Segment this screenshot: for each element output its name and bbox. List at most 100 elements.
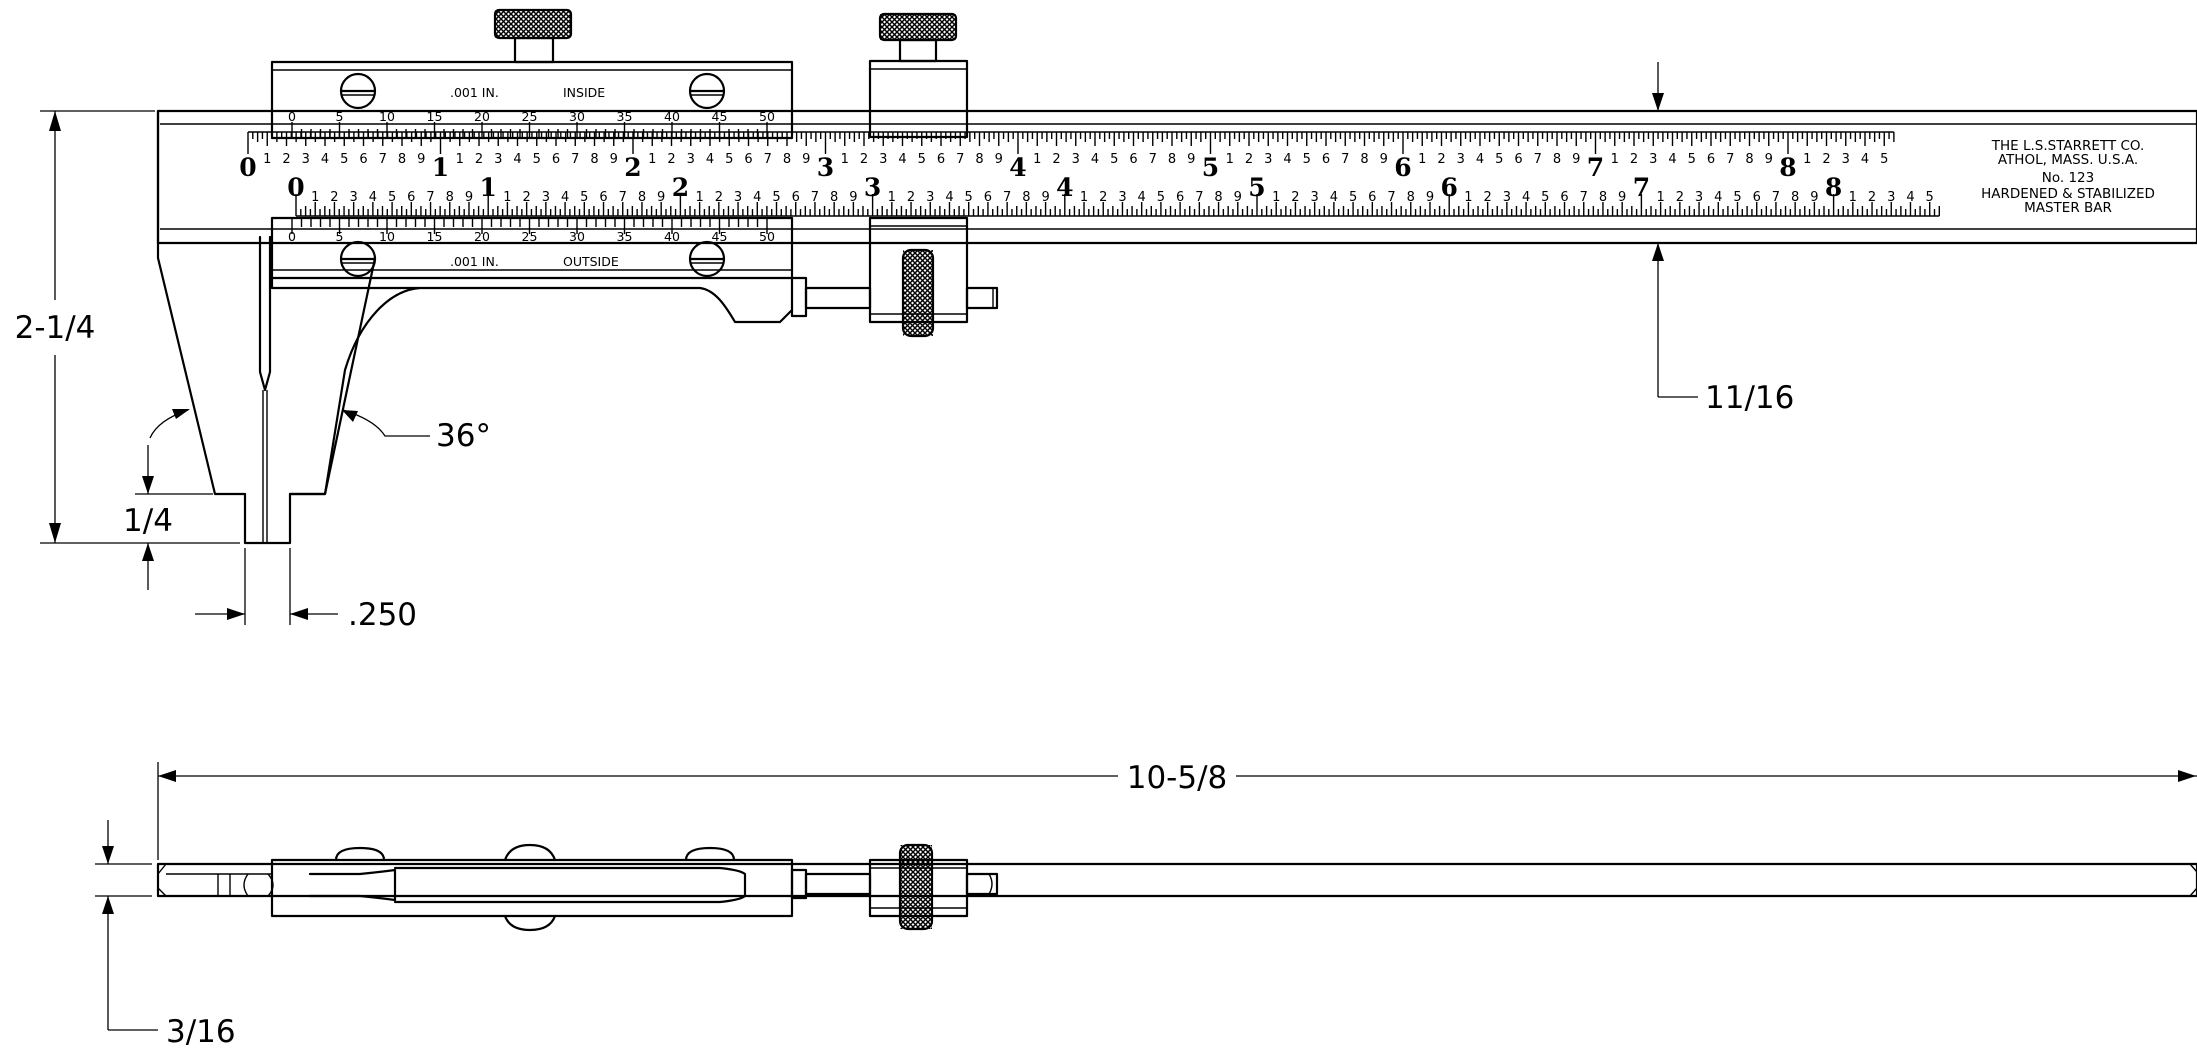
main-lower-sub-label: 3 xyxy=(350,190,358,205)
main-lower-sub-label: 6 xyxy=(1753,190,1761,205)
dim-overall-length: 10-5/8 xyxy=(157,760,2197,860)
main-lower-sub-label: 7 xyxy=(619,190,627,205)
dim-angle: 36° xyxy=(149,409,491,454)
main-upper-sub-label: 3 xyxy=(687,152,695,167)
vernier-tick-label: 10 xyxy=(379,109,395,124)
main-upper-sub-label: 9 xyxy=(1380,152,1388,167)
vernier-tick-label: 20 xyxy=(474,229,490,244)
main-beam xyxy=(156,109,2197,245)
main-upper-sub-label: 9 xyxy=(802,152,810,167)
main-lower-sub-label: 5 xyxy=(580,190,588,205)
main-lower-sub-label: 9 xyxy=(1234,190,1242,205)
brand-line-2: ATHOL, MASS. U.S.A. xyxy=(1998,152,2138,168)
main-upper-sub-label: 4 xyxy=(1668,152,1676,167)
vernier-tick-label: 40 xyxy=(664,229,680,244)
main-upper-sub-label: 6 xyxy=(937,152,945,167)
main-upper-inch-label: 4 xyxy=(1009,153,1026,182)
vernier-tick-label: 30 xyxy=(569,109,585,124)
main-upper-sub-label: 7 xyxy=(1341,152,1349,167)
main-lower-sub-label: 2 xyxy=(907,190,915,205)
main-upper-sub-label: 2 xyxy=(667,152,675,167)
main-lower-sub-label: 8 xyxy=(830,190,838,205)
main-lower-sub-label: 2 xyxy=(1676,190,1684,205)
screw-bottom-right xyxy=(688,240,726,278)
main-lower-sub-label: 6 xyxy=(792,190,800,205)
vernier-outside-label: OUTSIDE xyxy=(563,254,619,269)
main-lower-sub-label: 3 xyxy=(734,190,742,205)
dim-jaw-tip: 1/4 xyxy=(123,445,213,590)
vernier-tick-label: 35 xyxy=(617,109,633,124)
main-upper-inch-label: 6 xyxy=(1394,153,1411,182)
vernier-tick-label: 5 xyxy=(336,229,344,244)
main-upper-sub-label: 2 xyxy=(1437,152,1445,167)
slide-lock-knob xyxy=(493,8,573,64)
main-lower-sub-label: 8 xyxy=(1791,190,1799,205)
dim-angle-label: 36° xyxy=(436,418,491,454)
dim-height-label: 2-1/4 xyxy=(15,310,96,346)
screw-top-left xyxy=(339,72,377,110)
main-lower-sub-label: 4 xyxy=(1138,190,1146,205)
main-lower-sub-label: 8 xyxy=(1022,190,1030,205)
edge-view: 10-5/8 xyxy=(95,760,2197,1050)
main-upper-sub-label: 3 xyxy=(494,152,502,167)
vernier-inside-label: INSIDE xyxy=(563,85,605,100)
main-lower-sub-label: 6 xyxy=(1560,190,1568,205)
main-lower-sub-label: 9 xyxy=(849,190,857,205)
main-lower-sub-label: 2 xyxy=(330,190,338,205)
main-upper-sub-label: 2 xyxy=(1052,152,1060,167)
main-lower-inch-label: 2 xyxy=(672,173,689,202)
main-lower-sub-label: 5 xyxy=(965,190,973,205)
main-upper-sub-label: 8 xyxy=(1745,152,1753,167)
main-upper-sub-label: 3 xyxy=(1457,152,1465,167)
main-upper-sub-label: 7 xyxy=(1534,152,1542,167)
main-lower-sub-label: 8 xyxy=(1407,190,1415,205)
main-upper-inch-label: 1 xyxy=(432,153,449,182)
vernier-tick-label: 20 xyxy=(474,109,490,124)
main-upper-sub-label: 1 xyxy=(456,152,464,167)
main-lower-sub-label: 1 xyxy=(503,190,511,205)
main-upper-sub-label: 1 xyxy=(1226,152,1234,167)
main-lower-sub-label: 4 xyxy=(561,190,569,205)
main-lower-sub-label: 9 xyxy=(1618,190,1626,205)
main-lower-sub-label: 4 xyxy=(369,190,377,205)
dim-jaw-tip-label: 1/4 xyxy=(123,503,173,539)
edge-adjust-clamp xyxy=(868,843,999,931)
main-upper-sub-label: 3 xyxy=(879,152,887,167)
main-lower-sub-label: 8 xyxy=(446,190,454,205)
main-upper-sub-label: 2 xyxy=(860,152,868,167)
main-lower-sub-label: 5 xyxy=(1157,190,1165,205)
brand-line-1: THE L.S.STARRETT CO. xyxy=(1991,138,2145,154)
main-upper-sub-label: 4 xyxy=(513,152,521,167)
main-upper-sub-label: 7 xyxy=(379,152,387,167)
main-upper-sub-label: 7 xyxy=(1149,152,1157,167)
main-upper-sub-label: 6 xyxy=(744,152,752,167)
main-lower-sub-label: 7 xyxy=(1195,190,1203,205)
vernier-tick-label: 15 xyxy=(427,229,443,244)
main-lower-sub-label: 4 xyxy=(753,190,761,205)
main-upper-sub-label: 9 xyxy=(995,152,1003,167)
main-upper-sub-label: 8 xyxy=(783,152,791,167)
main-upper-sub-label: 2 xyxy=(1630,152,1638,167)
vernier-tick-label: 35 xyxy=(617,229,633,244)
main-upper-sub-label: 4 xyxy=(1283,152,1291,167)
main-lower-sub-label: 1 xyxy=(1849,190,1857,205)
main-lower-sub-label: 7 xyxy=(426,190,434,205)
main-upper-sub-label: 6 xyxy=(1129,152,1137,167)
vernier-tick-label: 15 xyxy=(427,109,443,124)
main-lower-inch-label: 5 xyxy=(1248,173,1265,202)
vernier-tick-label: 0 xyxy=(288,109,296,124)
main-upper-sub-label: 8 xyxy=(398,152,406,167)
knurl-pattern xyxy=(900,845,932,929)
main-lower-sub-label: 3 xyxy=(542,190,550,205)
main-upper-sub-label: 8 xyxy=(975,152,983,167)
main-upper-sub-label: 4 xyxy=(321,152,329,167)
main-lower-sub-label: 1 xyxy=(1080,190,1088,205)
main-upper-sub-label: 5 xyxy=(1880,152,1888,167)
main-lower-inch-label: 1 xyxy=(479,173,496,202)
main-upper-sub-label: 1 xyxy=(648,152,656,167)
main-upper-sub-label: 9 xyxy=(1187,152,1195,167)
